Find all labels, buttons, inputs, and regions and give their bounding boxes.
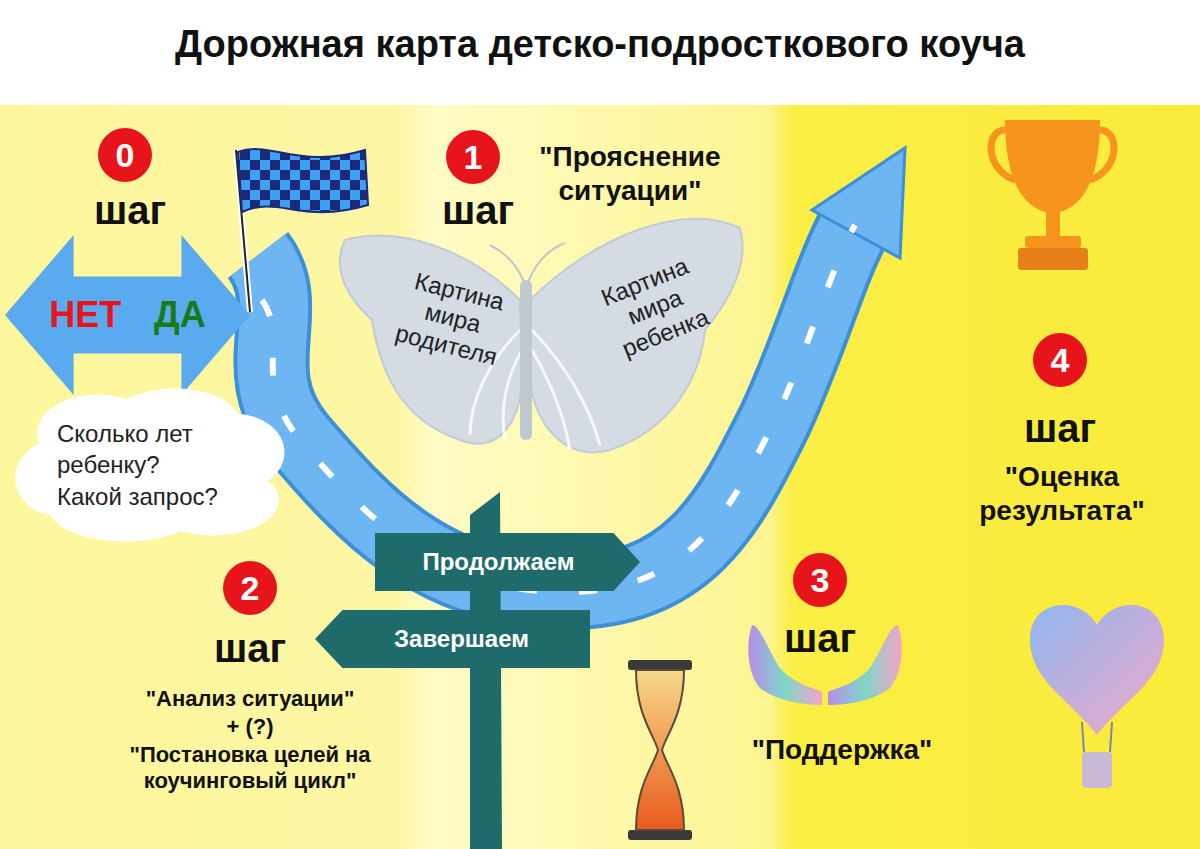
step-title: + (?) [80, 714, 420, 740]
butterfly-wing: Картина мира родителя [354, 230, 553, 407]
node-text: Картина мира родителя [380, 262, 526, 374]
yes-no-arrow: НЕТ ДА [5, 235, 250, 395]
node-text: ДА [154, 294, 206, 336]
node-text: Продолжаем [422, 548, 574, 576]
step-word: шаг [408, 186, 548, 234]
step-word: шаг [180, 624, 320, 672]
callout-number: 4 [1051, 343, 1070, 377]
step-title: "Прояснение ситуации" [505, 140, 755, 207]
callout-number: 1 [464, 140, 483, 174]
step-title: "Постановка целей на коучинговый цикл" [85, 742, 415, 795]
step-title: "Оценка результата" [937, 460, 1187, 527]
title: Дорожная карта детско-подросткового коуч… [0, 22, 1200, 68]
heart-balloon [1030, 605, 1164, 788]
trophy-cup [991, 120, 1114, 270]
callout-number: 3 [811, 563, 830, 597]
question-cloud: Сколько лет ребенку?Какой запрос? [15, 385, 290, 545]
callout-number: 0 [116, 138, 135, 172]
step-number: 2 [223, 561, 277, 615]
step-title: "Анализ ситуации" [80, 686, 420, 712]
hourglass-icon [628, 660, 692, 840]
step-word: шаг [990, 404, 1130, 452]
step-number: 1 [446, 130, 500, 184]
node-text: Какой запрос? [57, 481, 257, 512]
step-word: шаг [770, 614, 870, 662]
node-text: НЕТ [49, 294, 121, 336]
double-arrow-shape [5, 235, 250, 395]
step-word: шаг [60, 186, 200, 234]
signpost-arrow: Продолжаем [375, 533, 640, 591]
step-number: 4 [1033, 333, 1087, 387]
title-band [0, 0, 1200, 105]
node-text: Завершаем [394, 625, 529, 653]
node-text: Сколько лет ребенку? [57, 418, 257, 480]
node-text: Картина мира ребенка [579, 244, 731, 369]
step-number: 0 [98, 128, 152, 182]
signpost-arrow: Завершаем [315, 610, 590, 668]
step-title: "Поддержка" [712, 733, 972, 767]
butterfly-wing: Картина мира ребенка [553, 207, 758, 406]
step-number: 3 [793, 553, 847, 607]
callout-number: 2 [241, 571, 260, 605]
road [258, 148, 905, 592]
background [0, 105, 1200, 849]
butterfly [340, 219, 743, 452]
